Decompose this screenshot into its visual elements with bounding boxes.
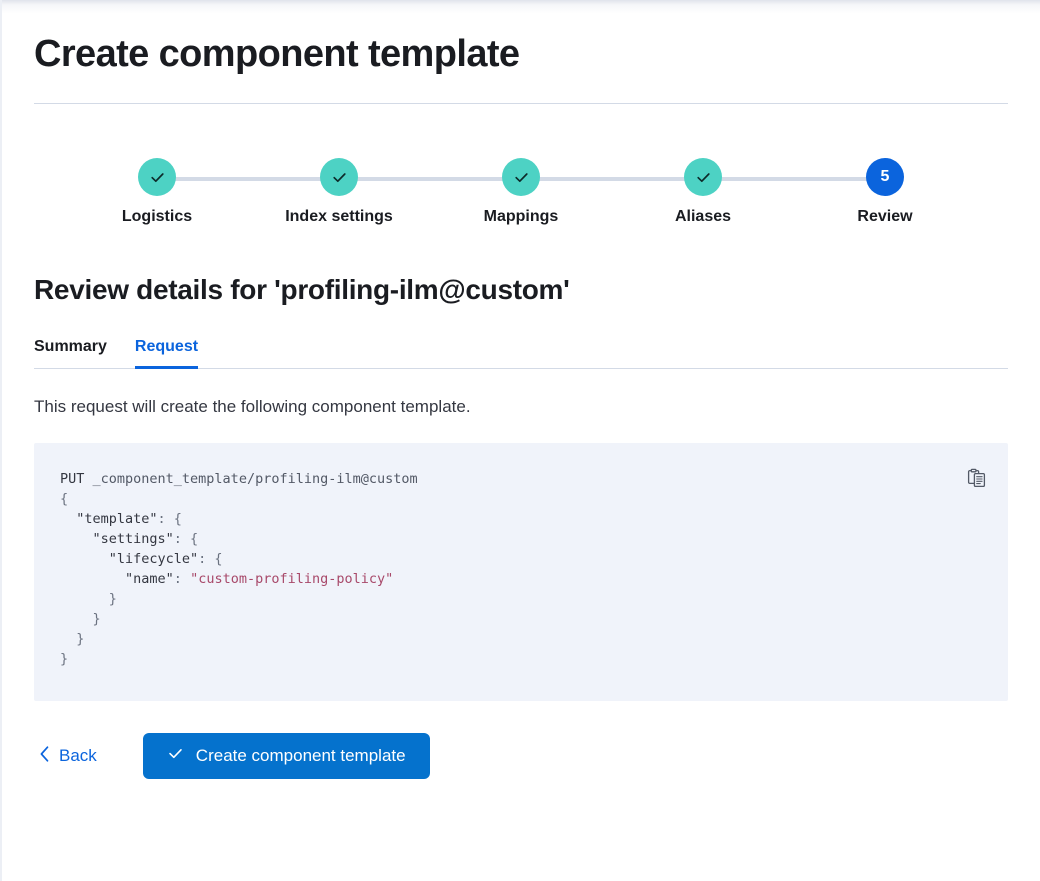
code-token: : { — [198, 551, 223, 567]
copy-clipboard-icon[interactable] — [962, 463, 992, 493]
step-label: Index settings — [285, 208, 393, 225]
step-connector — [157, 177, 339, 181]
code-token: "template" — [60, 511, 158, 527]
step-circle-complete — [684, 158, 722, 196]
code-token: "settings" — [60, 531, 174, 547]
chevron-left-icon — [38, 745, 51, 768]
footer-actions: Back Create component template — [34, 733, 1008, 779]
code-token: } — [60, 651, 69, 667]
step-mappings[interactable]: Mappings — [430, 158, 703, 226]
step-label: Logistics — [121, 208, 193, 225]
title-divider — [34, 103, 1008, 104]
request-code-block: PUT _component_template/profiling-ilm@cu… — [34, 443, 1008, 701]
check-icon — [167, 745, 184, 767]
request-code-text: PUT _component_template/profiling-ilm@cu… — [60, 469, 960, 669]
step-circle-complete — [320, 158, 358, 196]
step-label: Review — [857, 208, 913, 225]
section-title: Review details for 'profiling-ilm@custom… — [34, 274, 570, 305]
step-circle-current: 5 — [866, 158, 904, 196]
step-connector — [521, 177, 703, 181]
code-token: : — [173, 571, 191, 587]
code-token: "custom-profiling-policy" — [190, 571, 394, 587]
code-token: : { — [173, 531, 199, 547]
request-description: This request will create the following c… — [34, 397, 471, 416]
step-logistics[interactable]: Logistics — [66, 158, 339, 226]
code-token: } — [60, 591, 117, 607]
check-icon — [513, 169, 530, 186]
back-button-label: Back — [59, 746, 97, 765]
step-aliases[interactable]: Aliases — [612, 158, 885, 226]
code-token: { — [60, 491, 69, 507]
tab-request[interactable]: Request — [134, 332, 199, 369]
step-circle-complete — [502, 158, 540, 196]
code-token: _component_template/profiling-ilm@custom — [92, 471, 418, 487]
code-token: } — [60, 611, 101, 627]
back-button[interactable]: Back — [34, 739, 101, 774]
code-token: "lifecycle" — [60, 551, 199, 567]
code-token: "name" — [60, 571, 174, 587]
step-connector — [339, 177, 521, 181]
step-label: Mappings — [483, 208, 559, 225]
check-icon — [695, 169, 712, 186]
page-title: Create component template — [34, 33, 520, 75]
step-connector — [703, 177, 885, 181]
check-icon — [331, 169, 348, 186]
code-token: : { — [157, 511, 182, 527]
tab-summary[interactable]: Summary — [34, 332, 107, 368]
step-index-settings[interactable]: Index settings — [248, 158, 521, 226]
check-icon — [149, 169, 166, 186]
create-component-template-button[interactable]: Create component template — [142, 733, 430, 779]
code-token: } — [60, 631, 85, 647]
review-tabs: Summary Request — [34, 332, 1008, 369]
create-component-template-label: Create component template — [195, 746, 406, 765]
step-circle-complete — [138, 158, 176, 196]
step-label: Aliases — [674, 208, 732, 225]
page-body: Create component template Logistics Index… — [2, 0, 1040, 779]
code-token: PUT — [60, 471, 93, 487]
step-number: 5 — [880, 168, 890, 185]
